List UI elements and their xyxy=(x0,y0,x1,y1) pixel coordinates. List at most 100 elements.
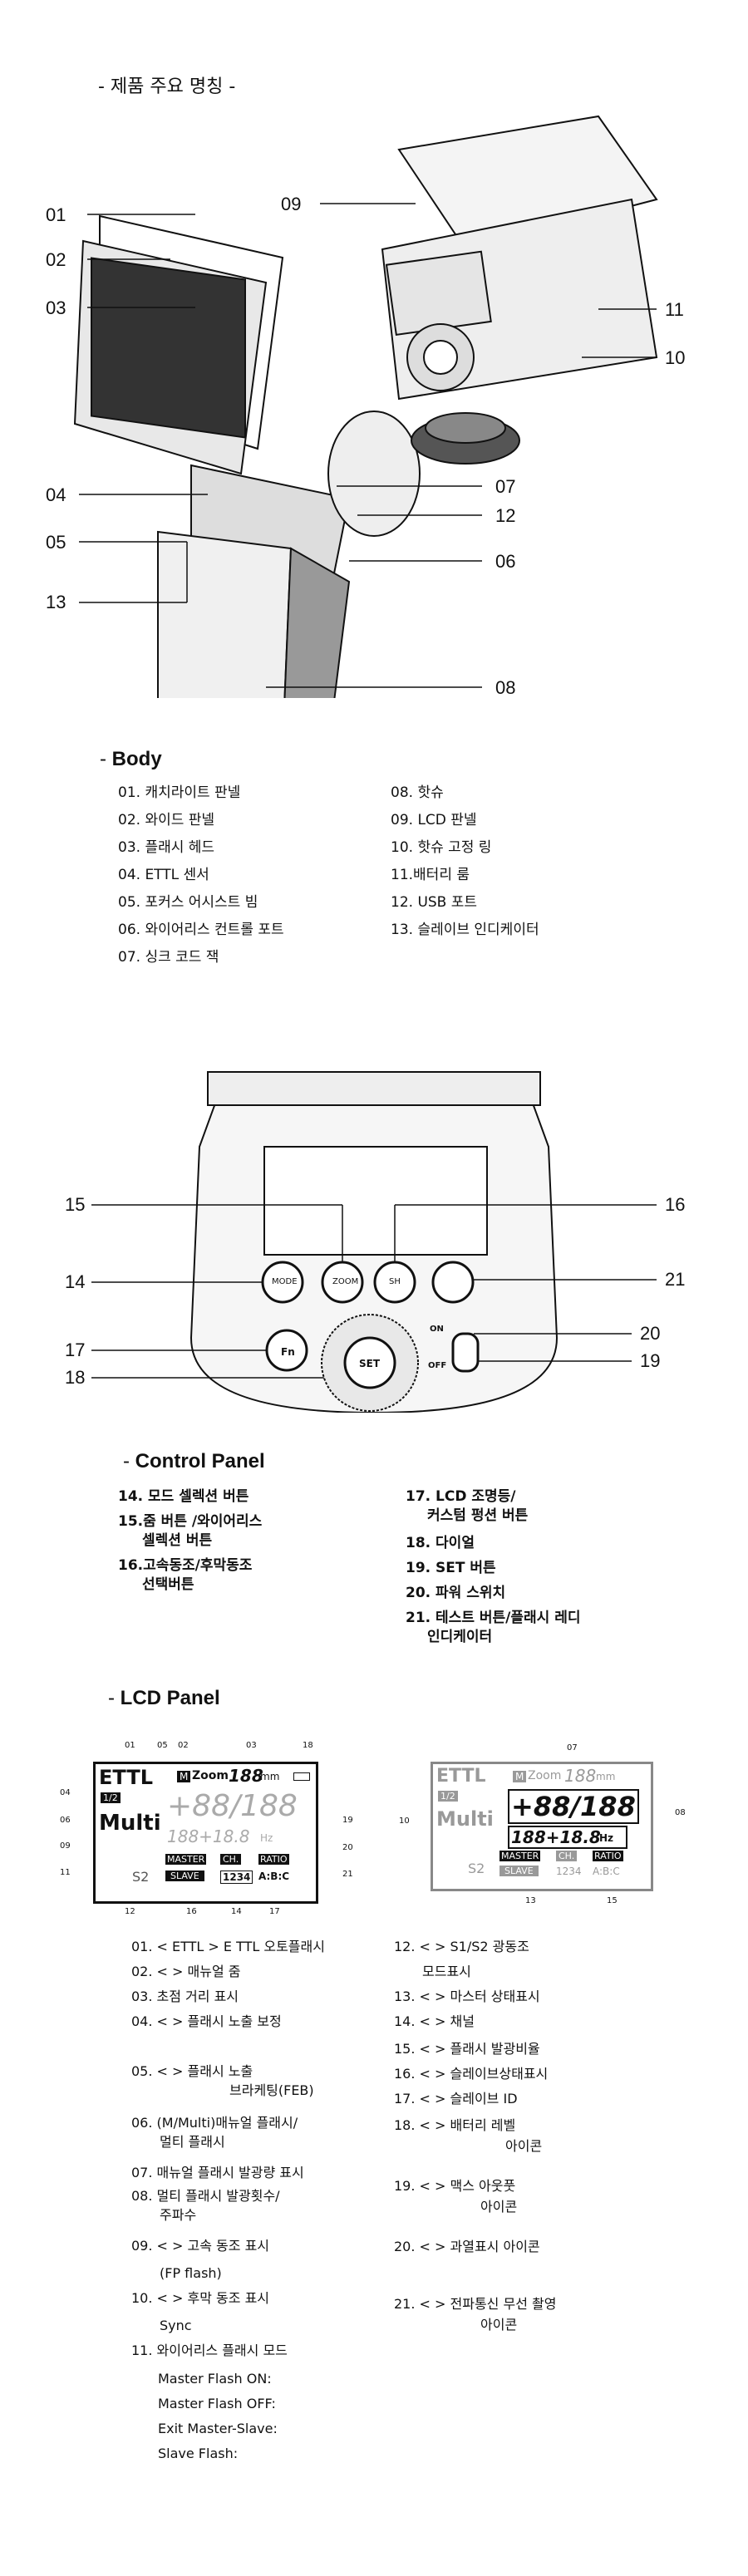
callout-04: 04 xyxy=(46,484,66,505)
lcd-item: 14. < > 채널 xyxy=(394,2013,475,2029)
control-item: 18. 다이얼 xyxy=(406,1535,475,1551)
lcd-callout: 11 xyxy=(60,1868,71,1877)
callout-01: 01 xyxy=(46,204,66,225)
lcd-callout: 14 xyxy=(231,1907,242,1916)
control-item: 인디케이터 xyxy=(427,1629,493,1645)
lcd-big-value: +88/188 xyxy=(167,1789,298,1823)
body-item: 05. 포커스 어시스트 빔 xyxy=(118,894,258,911)
page-title: - 제품 주요 명칭 - xyxy=(98,76,236,97)
body-item: 01. 캐치라이트 판넬 xyxy=(118,784,241,801)
lcd-item: 17. < > 슬레이브 ID xyxy=(394,2091,518,2107)
lcd-chnum: 1234 xyxy=(556,1866,582,1877)
lcd-item: 21. < > 전파통신 무선 촬영 xyxy=(394,2296,557,2312)
mode-button-label: MODE xyxy=(272,1277,298,1286)
lcd-item: Sync xyxy=(160,2318,192,2333)
lcd-ch: CH. xyxy=(556,1851,578,1861)
body-item: 02. 와이드 판넬 xyxy=(118,812,215,828)
body-item: 08. 핫슈 xyxy=(391,784,444,801)
back-flash-unit xyxy=(381,115,658,465)
lcd-fec: 1/2 xyxy=(101,1792,121,1803)
lcd-slave: SLAVE xyxy=(499,1866,539,1876)
lcd-s2: S2 xyxy=(468,1861,485,1876)
lcd-item: 11. 와이어리스 플래시 모드 xyxy=(131,2342,288,2358)
lcd-diagram-right: ETTL M Zoom 188 mm 1/2 Multi +88/188 188… xyxy=(431,1762,653,1891)
lcd-small-value: 188+18.8 xyxy=(508,1826,627,1849)
lcd-item: 18. < > 배터리 레벨 xyxy=(394,2117,516,2133)
callout-20: 20 xyxy=(640,1323,661,1344)
lcd-callout: 17 xyxy=(269,1907,280,1916)
lcd-item: 02. < > 매뉴얼 줌 xyxy=(131,1964,241,1979)
lcd-callout: 12 xyxy=(125,1907,135,1916)
lcd-item: 06. (M/Multi)매뉴얼 플래시/ xyxy=(131,2115,298,2131)
battery-icon xyxy=(293,1772,310,1781)
lcd-ratio: RATIO xyxy=(258,1854,289,1865)
lcd-zoom-label: Zoom xyxy=(528,1769,562,1782)
lcd-ch: CH. xyxy=(220,1854,242,1865)
body-item: 06. 와이어리스 컨트롤 포트 xyxy=(118,922,284,938)
body-item: 04. ETTL 센서 xyxy=(118,867,209,883)
lcd-item: 19. < > 맥스 아웃풋 xyxy=(394,2178,516,2194)
lcd-multi: Multi xyxy=(99,1811,161,1836)
control-item: 14. 모드 셀렉션 버튼 xyxy=(118,1488,249,1505)
lcd-item: 07. 매뉴얼 플래시 발광량 표시 xyxy=(131,2165,304,2180)
lcd-item: 15. < > 플래시 발광비율 xyxy=(394,2041,540,2057)
control-item: 15.줌 버튼 /와이어리스 xyxy=(118,1513,263,1530)
body-item: 13. 슬레이브 인디케이터 xyxy=(391,922,539,938)
lcd-s2: S2 xyxy=(132,1869,150,1885)
callout-07: 07 xyxy=(495,476,516,497)
lcd-callout: 03 xyxy=(246,1741,257,1750)
lcd-item: 08. 멀티 플래시 발광횟수/ xyxy=(131,2188,280,2204)
lcd-ettl: ETTL xyxy=(99,1766,153,1789)
front-flash-unit xyxy=(73,214,351,698)
lcd-item: 05. < > 플래시 노출 xyxy=(131,2063,253,2079)
lcd-item: 아이콘 xyxy=(480,2199,518,2215)
lcd-m-badge: M xyxy=(513,1771,527,1782)
lcd-item: 주파수 xyxy=(160,2207,197,2223)
lcd-callout: 16 xyxy=(186,1907,197,1916)
lcd-item: 10. < > 후막 동조 표시 xyxy=(131,2290,270,2306)
lcd-callout: 04 xyxy=(60,1788,71,1797)
lcd-big-value: +88/188 xyxy=(508,1789,639,1824)
fn-button-label: Fn xyxy=(281,1346,295,1358)
control-item: 커스텀 펑션 버튼 xyxy=(427,1507,529,1524)
lcd-item: 멀티 플래시 xyxy=(160,2134,225,2150)
lcd-small-value: 188+18.8 xyxy=(167,1826,250,1846)
control-section-title: - Control Panel xyxy=(123,1450,265,1472)
callout-13: 13 xyxy=(46,592,66,612)
zoom-button-label: ZOOM xyxy=(332,1277,359,1286)
body-section-title: - Body xyxy=(100,748,162,770)
body-item: 10. 핫슈 고정 링 xyxy=(391,839,492,856)
lcd-ratio: RATIO xyxy=(593,1851,623,1861)
callout-12: 12 xyxy=(495,505,516,526)
lcd-fec: 1/2 xyxy=(438,1791,458,1802)
lcd-item: 01. < ETTL > E TTL 오토플래시 xyxy=(131,1939,325,1954)
lcd-master: MASTER xyxy=(499,1851,541,1861)
callout-06: 06 xyxy=(495,551,516,572)
lcd-slave: SLAVE xyxy=(165,1871,204,1881)
lcd-callout: 01 xyxy=(125,1741,135,1750)
lcd-chnum: 1234 xyxy=(220,1871,253,1884)
lcd-ettl: ETTL xyxy=(436,1766,486,1787)
callout-17: 17 xyxy=(65,1340,86,1360)
lcd-callout: 07 xyxy=(567,1743,578,1753)
lcd-hz: Hz xyxy=(260,1832,273,1844)
control-item: 19. SET 버튼 xyxy=(406,1560,496,1576)
lcd-callout: 13 xyxy=(525,1896,536,1905)
flash-body-diagram xyxy=(73,115,658,698)
callout-03: 03 xyxy=(46,297,66,318)
callout-08: 08 xyxy=(495,677,516,698)
lcd-item: Master Flash OFF: xyxy=(158,2396,276,2411)
lcd-callout: 21 xyxy=(342,1870,353,1879)
lcd-item: 04. < > 플래시 노출 보정 xyxy=(131,2013,282,2029)
lcd-item: 13. < > 마스터 상태표시 xyxy=(394,1989,540,2004)
lcd-diagram-left: ETTL M Zoom 188 mm 1/2 Multi +88/188 188… xyxy=(93,1762,318,1904)
lcd-item: 09. < > 고속 동조 표시 xyxy=(131,2238,270,2254)
lcd-callout: 05 xyxy=(157,1741,168,1750)
callout-11: 11 xyxy=(665,299,684,320)
lcd-callout: 10 xyxy=(399,1816,410,1826)
lcd-callout: 19 xyxy=(342,1816,353,1825)
callout-10: 10 xyxy=(665,347,686,368)
lcd-item: 03. 초점 거리 표시 xyxy=(131,1989,239,2004)
lcd-item: 12. < > S1/S2 광동조 xyxy=(394,1939,529,1954)
control-item: 셀렉션 버튼 xyxy=(142,1532,213,1549)
